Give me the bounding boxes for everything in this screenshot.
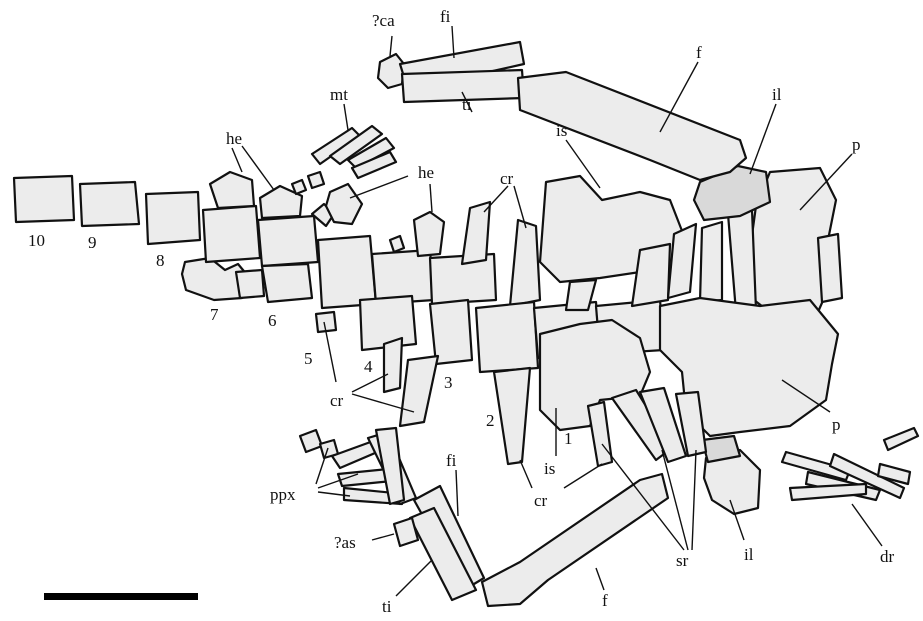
- label-il-top: il: [772, 85, 782, 104]
- label-fi-bottom: fi: [446, 451, 457, 470]
- label-vertebra-9: 9: [88, 233, 97, 252]
- vertebra-10: [14, 176, 74, 222]
- he-upper: [414, 212, 444, 256]
- label-is-bottom: is: [544, 459, 555, 478]
- leader-f-bottom: [596, 568, 604, 590]
- small-bone-c: [390, 236, 404, 252]
- leader-as: [372, 534, 394, 540]
- leader-cr-bottom-b: [564, 464, 602, 488]
- haemal-mid: [326, 184, 362, 224]
- leader-dr: [852, 504, 882, 546]
- leader-cr-a: [484, 186, 508, 212]
- label-vertebra-7: 7: [210, 305, 219, 324]
- dorsal-rib-f: [884, 428, 918, 450]
- label-p-top: p: [852, 135, 861, 154]
- label-vertebra-8: 8: [156, 251, 165, 270]
- rib-pelvis-c: [818, 234, 842, 302]
- leader-sr-c: [692, 450, 696, 550]
- leader-mt: [344, 104, 348, 130]
- vertebra-8: [146, 192, 200, 244]
- haemal-left: [210, 172, 254, 208]
- vertebra-2: [476, 302, 538, 372]
- label-vertebra-6: 6: [268, 311, 277, 330]
- label-vertebra-2: 2: [486, 411, 495, 430]
- label-ti-top: ti: [462, 95, 472, 114]
- label-cr-top: cr: [500, 169, 514, 188]
- label-vertebra-1: 1: [564, 429, 573, 448]
- label-vertebra-4: 4: [364, 357, 373, 376]
- label-he-mid: he: [418, 163, 434, 182]
- cervical-rib-2: [494, 368, 530, 464]
- femur-top: [518, 72, 746, 180]
- label-il-bottom: il: [744, 545, 754, 564]
- label-fi-top: fi: [440, 7, 451, 26]
- calcaneum-top: [378, 54, 404, 88]
- leader-cr-bottom-a: [520, 460, 532, 488]
- vertebra-4: [318, 236, 376, 308]
- label-dr: dr: [880, 547, 895, 566]
- scale-bar: [44, 593, 198, 600]
- dorsal-rib-c: [790, 484, 866, 500]
- phalanx-a: [300, 430, 322, 452]
- leader-he-left-a: [232, 148, 242, 172]
- rib-pelvis-a: [700, 222, 722, 302]
- cervical-rib-left-b: [400, 356, 438, 426]
- label-vertebra-5: 5: [304, 349, 313, 368]
- vertebra-9: [80, 182, 139, 226]
- label-f-bottom: f: [602, 591, 608, 610]
- label-ti-bottom: ti: [382, 597, 392, 616]
- vertebra-6: [203, 206, 260, 262]
- cervical-rib-upper-a: [462, 202, 490, 264]
- label-is-top: is: [556, 121, 567, 140]
- ilium-lower-head: [702, 436, 740, 462]
- label-cr-left: cr: [330, 391, 344, 410]
- vertebra-5-lower: [262, 264, 312, 302]
- rib-pelvis-b: [728, 210, 756, 312]
- label-he-left: he: [226, 129, 242, 148]
- label-ppx: ppx: [270, 485, 296, 504]
- label-as: ?as: [334, 533, 356, 552]
- leader-fi-top: [452, 26, 454, 58]
- leader-fi-bottom: [456, 470, 458, 516]
- label-f-top: f: [696, 43, 702, 62]
- small-bone-a: [292, 180, 306, 194]
- leader-he-mid: [350, 176, 408, 198]
- leader-he-upper: [430, 184, 432, 212]
- leader-ca: [390, 36, 392, 56]
- label-vertebra-3: 3: [444, 373, 453, 392]
- label-sr: sr: [676, 551, 689, 570]
- cervical-rib-upper-b: [510, 220, 540, 306]
- label-p-bottom: p: [832, 415, 841, 434]
- leader-cr-left-b: [352, 374, 388, 392]
- label-mt: mt: [330, 85, 348, 104]
- cervical-rib-left-a: [384, 338, 402, 392]
- sacral-rib-a: [588, 402, 612, 466]
- vertebra-5: [258, 216, 318, 266]
- bones: [14, 42, 918, 606]
- label-ca: ?ca: [372, 11, 395, 30]
- label-cr-bottom: cr: [534, 491, 548, 510]
- chevron-6: [236, 270, 264, 298]
- leader-ti-bottom: [396, 560, 432, 596]
- small-bone-b: [308, 172, 324, 188]
- label-vertebra-10: 10: [28, 231, 45, 250]
- leader-il-top: [750, 104, 776, 174]
- chevron-3: [430, 300, 472, 364]
